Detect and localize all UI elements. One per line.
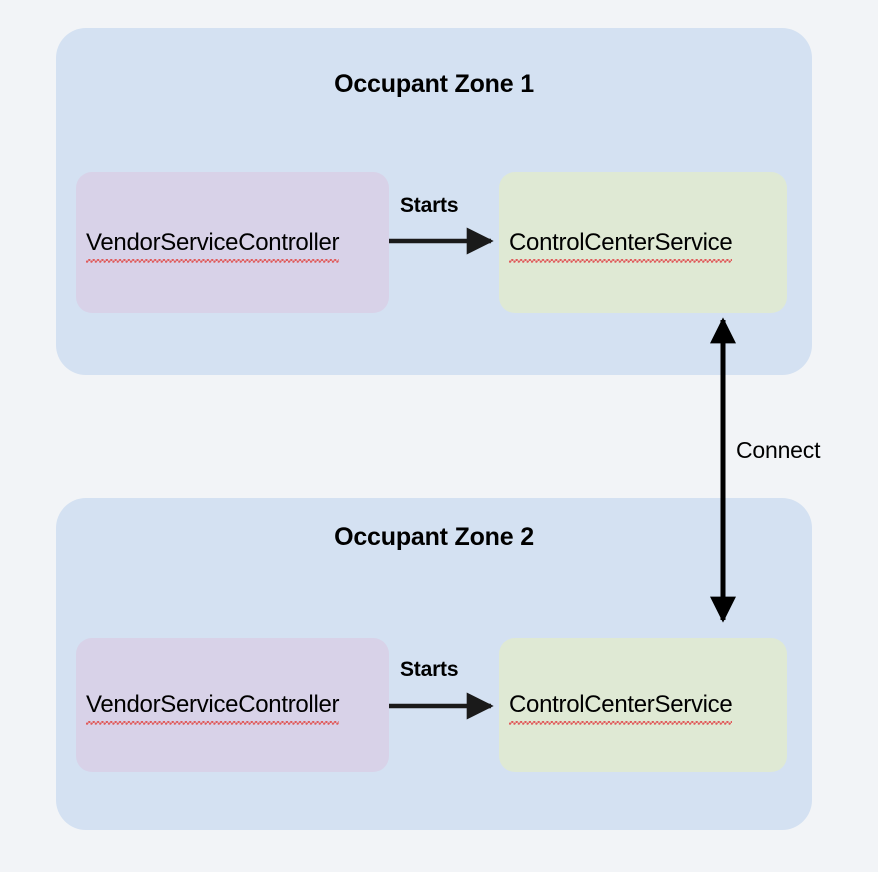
- node-label: ControlCenterService: [499, 691, 733, 725]
- edge-arrow-starts-2: [389, 692, 494, 720]
- node-control-center-service-1[interactable]: ControlCenterService: [499, 172, 787, 313]
- zone-title-1: Occupant Zone 1: [334, 70, 534, 98]
- node-label: ControlCenterService: [499, 229, 733, 263]
- edge-arrow-connect: [710, 317, 736, 623]
- node-vendor-service-controller-2[interactable]: VendorServiceController: [76, 638, 389, 772]
- edge-arrow-starts-1: [389, 227, 494, 255]
- node-vendor-service-controller-1[interactable]: VendorServiceController: [76, 172, 389, 313]
- edge-label-starts-2: Starts: [400, 658, 459, 681]
- edge-label-starts-1: Starts: [400, 194, 459, 217]
- node-control-center-service-2[interactable]: ControlCenterService: [499, 638, 787, 772]
- node-label: VendorServiceController: [76, 229, 340, 263]
- node-label: VendorServiceController: [76, 691, 340, 725]
- zone-title-2: Occupant Zone 2: [334, 523, 534, 551]
- edge-label-connect: Connect: [736, 437, 821, 463]
